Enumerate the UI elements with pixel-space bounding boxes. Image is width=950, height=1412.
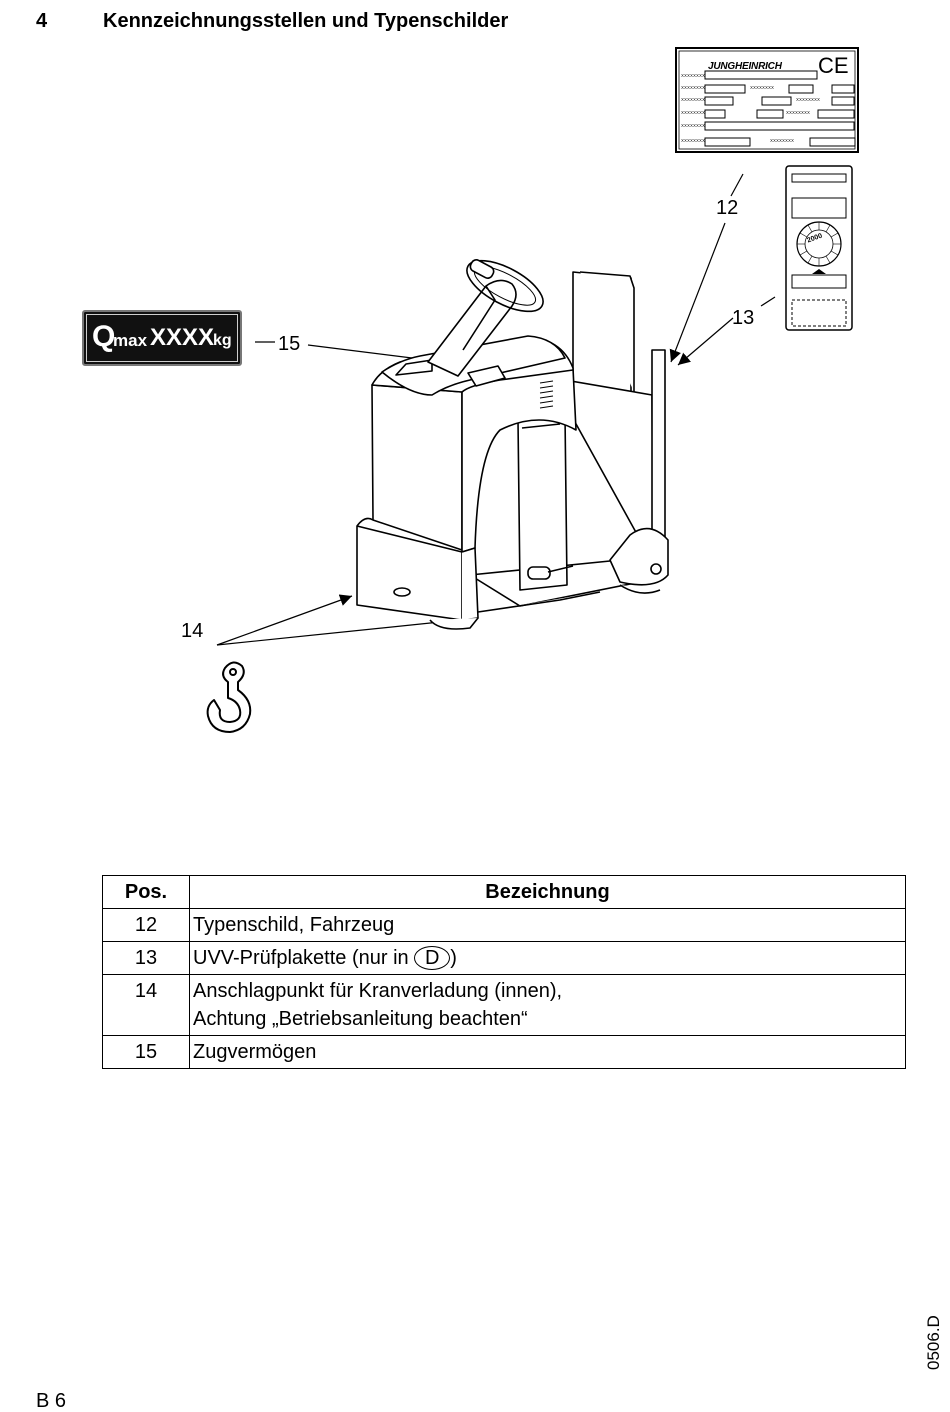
plate-placeholder: xxxxxxxx	[681, 123, 706, 129]
forklift-truck-drawing	[356, 259, 669, 630]
qmax-q: Q	[92, 320, 116, 353]
row-pos: 12	[102, 908, 190, 942]
table-row: 15 Zugvermögen	[102, 1035, 906, 1069]
row-description: Typenschild, Fahrzeug	[189, 908, 906, 942]
plate-placeholder: xxxxxxxx	[796, 97, 821, 103]
table-row: 13 UVV-Prüfplakette (nur in D)	[102, 941, 906, 975]
section-title: Kennzeichnungsstellen und Typenschilder	[103, 10, 509, 32]
row-pos: 13	[102, 941, 190, 975]
row-text: UVV-Prüfplakette (nur in	[193, 947, 415, 969]
table-row: 14 Anschlagpunkt für Kranverladung (inne…	[102, 974, 906, 1036]
plate-placeholder: xxxxxxxx	[681, 138, 706, 144]
row-pos: 15	[102, 1035, 190, 1069]
callout-15: 15	[278, 333, 301, 355]
inspection-sticker-icon	[785, 165, 853, 331]
row-text-line: Anschlagpunkt für Kranverladung (innen),	[193, 980, 563, 1002]
table-row: 12 Typenschild, Fahrzeug	[102, 908, 906, 942]
row-description: UVV-Prüfplakette (nur in D)	[189, 941, 906, 975]
type-plate-icon	[675, 47, 859, 153]
qmax-unit: kg	[213, 332, 232, 349]
header-description: Bezeichnung	[189, 875, 906, 909]
document-code: 0506.D	[924, 1315, 943, 1370]
page-number: B 6	[36, 1390, 67, 1412]
ce-mark: CE	[818, 53, 849, 78]
identification-figure: JUNGHEINRICH CE xxxxxxxx xxxxxxxx xxxxxx…	[82, 47, 859, 733]
plate-placeholder: xxxxxxxx	[681, 110, 706, 116]
type-plate-brand: JUNGHEINRICH	[708, 61, 782, 72]
callout-13: 13	[732, 307, 755, 329]
row-text: )	[450, 947, 457, 969]
callout-12: 12	[716, 197, 739, 219]
section-number: 4	[36, 10, 48, 32]
qmax-max: max	[113, 331, 148, 350]
plate-placeholder: xxxxxxxx	[786, 110, 811, 116]
plate-placeholder: xxxxxxxx	[750, 85, 775, 91]
plate-placeholder: xxxxxxxx	[681, 73, 706, 79]
crane-hook-icon	[206, 661, 252, 733]
row-pos: 14	[102, 974, 190, 1036]
qmax-capacity-label: Q max XXXX kg	[82, 310, 242, 366]
row-description: Anschlagpunkt für Kranverladung (innen),…	[189, 974, 906, 1036]
row-text-line: Achtung „Betriebsanleitung beachten“	[193, 1008, 528, 1030]
qmax-value: XXXX	[150, 324, 215, 351]
callout-14: 14	[181, 620, 204, 642]
plate-placeholder: xxxxxxxx	[681, 97, 706, 103]
table-header-row: Pos. Bezeichnung	[102, 875, 906, 909]
legend-table: Pos. Bezeichnung 12 Typenschild, Fahrzeu…	[102, 875, 906, 1069]
plate-placeholder: xxxxxxxx	[770, 138, 795, 144]
country-d-symbol: D	[414, 946, 451, 970]
figure-drawing	[206, 47, 859, 733]
header-pos: Pos.	[102, 875, 190, 909]
plate-placeholder: xxxxxxxx	[681, 85, 706, 91]
row-description: Zugvermögen	[189, 1035, 906, 1069]
leader-lines	[216, 173, 776, 646]
